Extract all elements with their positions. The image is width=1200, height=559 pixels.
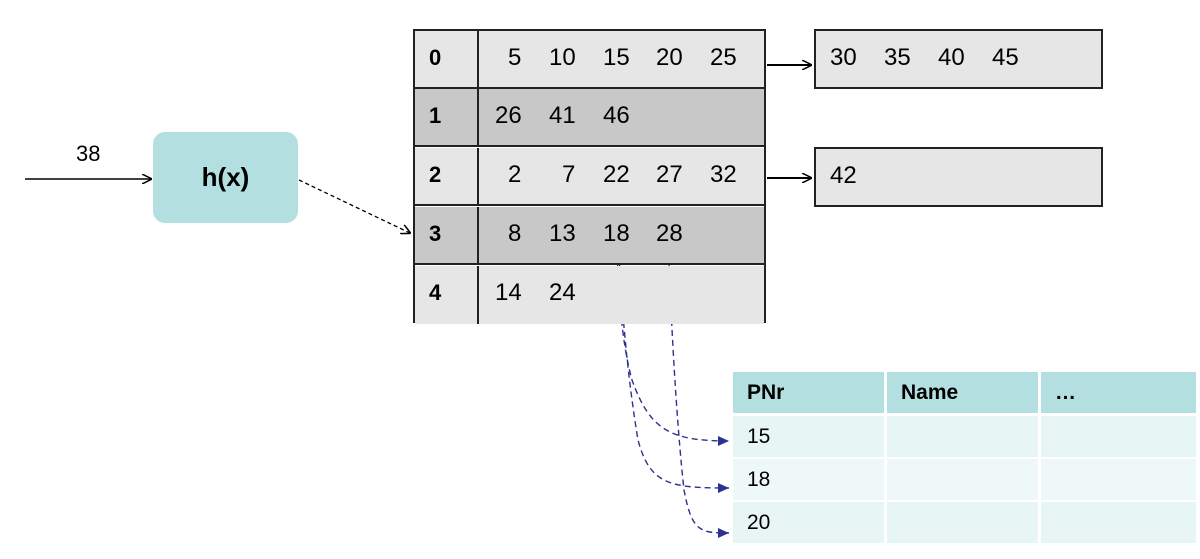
bucket-value: 32	[710, 161, 737, 188]
bucket-value: 2	[508, 161, 522, 188]
record-table: PNr Name … 15 18 20	[733, 372, 1196, 544]
bucket-value: 27	[656, 161, 683, 188]
table-row: 15	[733, 416, 1196, 459]
bucket-value: 26	[495, 102, 522, 129]
table-cell-more	[1041, 459, 1196, 500]
bucket-index: 4	[415, 266, 479, 324]
bucket-value: 25	[710, 44, 737, 71]
table-row: 18	[733, 459, 1196, 502]
table-cell-name	[887, 416, 1038, 457]
bucket-index: 0	[415, 31, 479, 87]
bucket-value: 14	[495, 279, 522, 306]
table-cell-name	[887, 459, 1038, 500]
bucket-table: 0 5 10 15 20 25 1 26 41 46 2 2 7 22 27 3…	[413, 29, 766, 324]
bucket-row-4: 4 14 24	[415, 266, 764, 324]
overflow-value: 45	[992, 44, 1019, 71]
overflow-value: 40	[938, 44, 965, 71]
overflow-bucket-0: 30 35 40 45	[814, 29, 1103, 89]
column-header-pnr: PNr	[733, 372, 884, 413]
bucket-value: 15	[603, 44, 630, 71]
table-cell-more	[1041, 416, 1196, 457]
bucket-value: 7	[562, 161, 576, 188]
table-cell-pnr: 18	[733, 459, 884, 500]
bucket-value: 10	[549, 44, 576, 71]
bucket-value: 22	[603, 161, 630, 188]
bucket-index: 1	[415, 89, 479, 145]
bucket-row-1: 1 26 41 46	[415, 89, 764, 147]
bucket-value: 5	[508, 44, 522, 71]
bucket-value: 18	[603, 220, 630, 247]
table-cell-name	[887, 502, 1038, 543]
table-row: 20	[733, 502, 1196, 545]
bucket-index: 2	[415, 148, 479, 204]
bucket-value: 28	[656, 220, 683, 247]
column-header-more: …	[1041, 372, 1196, 413]
bucket-index: 3	[415, 207, 479, 263]
hash-function-box: h(x)	[153, 132, 298, 223]
input-key-label: 38	[76, 141, 101, 166]
hash-to-bucket-arrow	[298, 179, 410, 233]
bucket-row-3: 3 8 13 18 28	[415, 207, 764, 265]
pointer-20	[664, 59, 730, 538]
overflow-value: 35	[884, 44, 911, 71]
bucket-value: 13	[549, 220, 576, 247]
table-cell-pnr: 20	[733, 502, 884, 543]
bucket-value: 41	[549, 102, 576, 129]
column-header-name: Name	[887, 372, 1038, 413]
overflow-value: 30	[830, 44, 857, 71]
overflow-bucket-2: 42	[814, 147, 1103, 207]
bucket-value: 8	[508, 220, 522, 247]
hash-function-label: h(x)	[201, 162, 250, 192]
bucket-row-2: 2 2 7 22 27 32	[415, 148, 764, 206]
bucket-value: 46	[603, 102, 630, 129]
bucket-row-0: 0 5 10 15 20 25	[415, 31, 764, 89]
bucket-value: 24	[549, 279, 576, 306]
overflow-value: 42	[830, 162, 857, 189]
bucket-value: 20	[656, 44, 683, 71]
table-cell-pnr: 15	[733, 416, 884, 457]
table-cell-more	[1041, 502, 1196, 543]
record-table-header: PNr Name …	[733, 372, 1196, 415]
